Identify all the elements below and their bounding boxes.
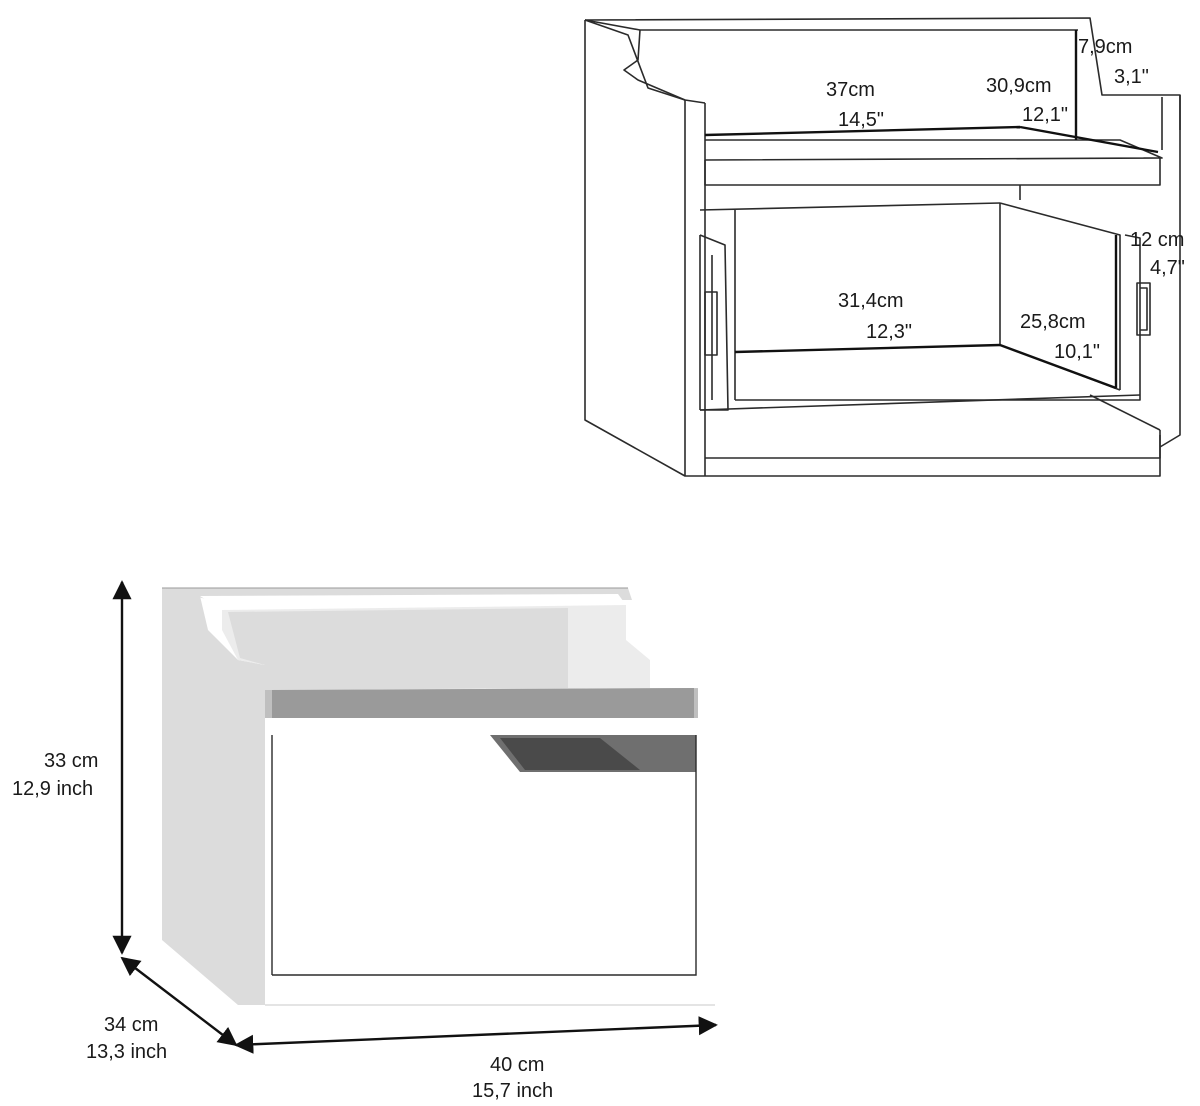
shelf-depth-line	[1019, 125, 1159, 154]
shelf-width-in-label: 14,5"	[838, 109, 884, 131]
depth-in-label: 13,3 inch	[86, 1041, 167, 1063]
shelf-surface-light	[272, 688, 694, 720]
width-cm-label: 40 cm	[490, 1054, 544, 1076]
drawer-width-in-label: 12,3"	[866, 321, 912, 343]
drawer-depth-in-label: 10,1"	[1054, 341, 1100, 363]
width-dimension-line	[234, 1016, 718, 1054]
shelf-depth-in-label: 12,1"	[1022, 104, 1068, 126]
depth-cm-label: 34 cm	[104, 1014, 158, 1036]
shelf-height-cm-label: 7,9cm	[1078, 36, 1132, 58]
drawer-width-line	[734, 343, 1001, 354]
cabinet-outline	[584, 17, 1181, 477]
interior-line-drawing: 37cm 14,5" 30,9cm 12,1" 7,9cm 3,1" 31,4c…	[584, 17, 1185, 477]
right-upper-front	[626, 600, 715, 688]
drawer-depth-line	[999, 343, 1117, 390]
top-lip	[200, 594, 626, 610]
depth-dimension-line	[120, 956, 238, 1047]
drawer-height-in-label: 4,7"	[1150, 257, 1185, 279]
drawer-front	[272, 735, 696, 975]
nightstand-render: 33 cm 12,9 inch 34 cm 13,3 inch 40 cm 15…	[12, 580, 718, 1102]
shelf-width-line	[704, 125, 1021, 137]
height-cm-label: 33 cm	[44, 750, 98, 772]
drawer-handle-cutout-inner	[500, 738, 640, 770]
drawer-depth-cm-label: 25,8cm	[1020, 311, 1086, 333]
shelf-depth-cm-label: 30,9cm	[986, 75, 1052, 97]
shelf-width-cm-label: 37cm	[826, 79, 875, 101]
width-in-label: 15,7 inch	[472, 1080, 553, 1102]
upper-niche-back	[228, 608, 568, 690]
height-in-label: 12,9 inch	[12, 778, 93, 800]
side-panel	[162, 588, 265, 1005]
drawer-width-cm-label: 31,4cm	[838, 290, 904, 312]
drawer-height-cm-label: 12 cm	[1130, 229, 1184, 251]
front-frame-mid	[265, 718, 715, 732]
shelf-height-in-label: 3,1"	[1114, 66, 1149, 88]
drawer-outline	[699, 202, 1151, 411]
